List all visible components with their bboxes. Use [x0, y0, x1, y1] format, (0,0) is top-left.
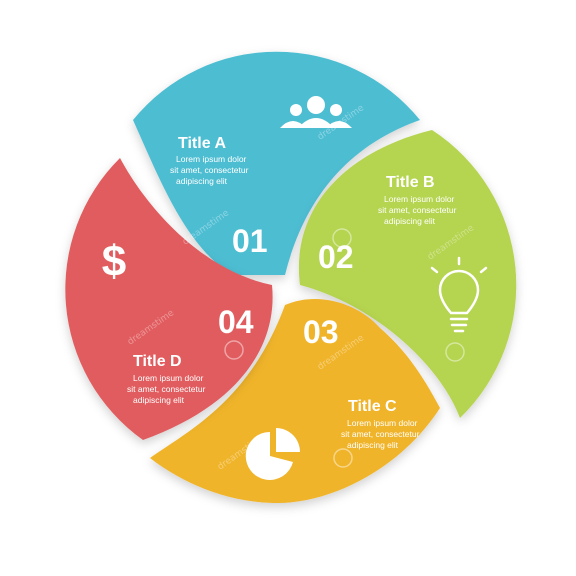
- segment-a-number: 01: [232, 223, 268, 259]
- segment-c-text-line-2: sit amet, consectetur: [341, 429, 420, 439]
- segment-d: [65, 158, 273, 440]
- lightbulb-icon: [430, 256, 488, 333]
- segment-b: [298, 130, 517, 418]
- dollar-icon: $: [102, 237, 126, 286]
- segment-c: [150, 298, 440, 503]
- people-group-icon: [280, 96, 352, 128]
- watermark-spiral-icon: [332, 228, 352, 248]
- segment-d-text-line-3: adipiscing elit: [133, 395, 185, 405]
- segment-a-text-line-2: sit amet, consectetur: [170, 165, 249, 175]
- segment-a-title: Title A: [178, 135, 226, 152]
- segment-d-text-line-1: Lorem ipsum dolor: [133, 373, 204, 383]
- segment-a-text-line-3: adipiscing elit: [176, 176, 228, 186]
- segment-d-number: 04: [218, 304, 254, 340]
- segment-b-text-line-1: Lorem ipsum dolor: [384, 194, 455, 204]
- watermark-spiral-icon: [445, 342, 465, 362]
- segment-d-text-line-2: sit amet, consectetur: [127, 384, 206, 394]
- segment-b-text-line-3: adipiscing elit: [384, 216, 436, 226]
- segment-a-text-line-1: Lorem ipsum dolor: [176, 154, 247, 164]
- pie-chart-icon: [245, 428, 300, 480]
- segment-d-title: Title D: [133, 353, 182, 370]
- watermark-spiral-icon: [333, 448, 353, 468]
- segment-c-text-line-1: Lorem ipsum dolor: [347, 418, 418, 428]
- segment-c-number: 03: [303, 314, 339, 350]
- watermark-spiral-icon: [224, 340, 244, 360]
- segment-c-title: Title C: [348, 398, 397, 415]
- segment-b-text-line-2: sit amet, consectetur: [378, 205, 457, 215]
- segment-b-title: Title B: [386, 174, 435, 191]
- segment-c-text-line-3: adipiscing elit: [347, 440, 399, 450]
- segment-a: [133, 51, 420, 275]
- segment-b-number: 02: [318, 239, 354, 275]
